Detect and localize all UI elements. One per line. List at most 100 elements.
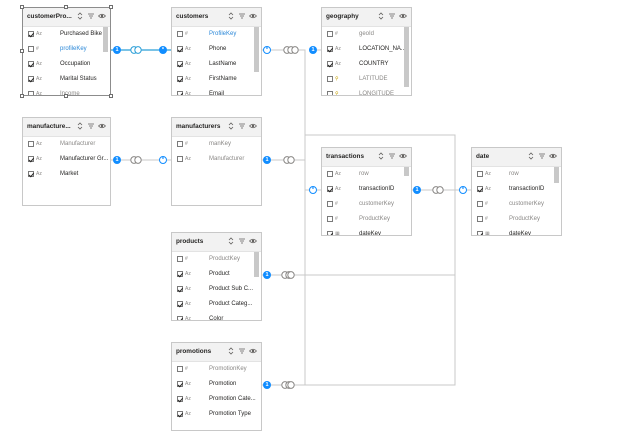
field-row[interactable]: #manKey: [172, 137, 261, 152]
field-checkbox[interactable]: [477, 216, 483, 222]
field-row[interactable]: ⚲LONGITUDE: [322, 87, 411, 95]
resize-handle[interactable]: [109, 94, 113, 98]
cardinality-many-badge[interactable]: *: [159, 156, 167, 164]
field-checkbox[interactable]: [327, 61, 333, 67]
eye-icon[interactable]: [549, 152, 557, 160]
field-checkbox[interactable]: [177, 396, 183, 402]
sort-icon[interactable]: [76, 12, 84, 20]
field-checkbox[interactable]: [28, 61, 34, 67]
filter-icon[interactable]: [238, 12, 246, 20]
field-row[interactable]: #geoId: [322, 27, 411, 42]
cardinality-many-badge[interactable]: *: [263, 46, 271, 54]
field-row[interactable]: ▦dateKey: [322, 227, 411, 235]
table-header[interactable]: geography: [322, 8, 411, 27]
sort-icon[interactable]: [527, 152, 535, 160]
field-checkbox[interactable]: [177, 411, 183, 417]
field-checkbox[interactable]: [177, 286, 183, 292]
scrollbar-thumb[interactable]: [554, 167, 559, 183]
field-checkbox[interactable]: [28, 91, 34, 95]
field-checkbox[interactable]: [177, 91, 183, 95]
field-checkbox[interactable]: [28, 31, 34, 37]
field-row[interactable]: ▦dateKey: [472, 227, 561, 235]
field-checkbox[interactable]: [477, 201, 483, 207]
filter-direction-icon[interactable]: [283, 156, 295, 164]
table-header[interactable]: promotions: [172, 343, 261, 362]
cardinality-one-badge[interactable]: 1: [263, 271, 271, 279]
resize-handle[interactable]: [20, 5, 24, 9]
field-checkbox[interactable]: [177, 316, 183, 320]
field-checkbox[interactable]: [327, 171, 333, 177]
field-checkbox[interactable]: [177, 156, 183, 162]
field-checkbox[interactable]: [327, 31, 333, 37]
field-row[interactable]: #ProductKey: [472, 212, 561, 227]
scrollbar-thumb[interactable]: [404, 167, 409, 176]
eye-icon[interactable]: [98, 12, 106, 20]
filter-icon[interactable]: [388, 12, 396, 20]
cardinality-many-badge[interactable]: *: [159, 46, 167, 54]
eye-icon[interactable]: [249, 347, 257, 355]
field-checkbox[interactable]: [327, 216, 333, 222]
cardinality-one-badge[interactable]: 1: [113, 46, 121, 54]
table-header[interactable]: date: [472, 148, 561, 167]
filter-icon[interactable]: [87, 122, 95, 130]
eye-icon[interactable]: [249, 237, 257, 245]
sort-icon[interactable]: [227, 12, 235, 20]
field-checkbox[interactable]: [327, 91, 333, 95]
filter-icon[interactable]: [238, 237, 246, 245]
field-checkbox[interactable]: [477, 231, 483, 235]
eye-icon[interactable]: [249, 122, 257, 130]
scrollbar-thumb[interactable]: [254, 252, 259, 277]
field-checkbox[interactable]: [177, 46, 183, 52]
field-row[interactable]: #ProductKey: [322, 212, 411, 227]
sort-icon[interactable]: [377, 12, 385, 20]
resize-handle[interactable]: [64, 94, 68, 98]
field-checkbox[interactable]: [327, 186, 333, 192]
filter-direction-icon[interactable]: [130, 46, 142, 54]
cardinality-many-badge[interactable]: *: [459, 186, 467, 194]
filter-direction-icon[interactable]: [283, 46, 301, 54]
resize-handle[interactable]: [64, 5, 68, 9]
cardinality-one-badge[interactable]: 1: [309, 46, 317, 54]
sort-icon[interactable]: [377, 152, 385, 160]
field-checkbox[interactable]: [28, 76, 34, 82]
field-row[interactable]: #profileKey: [23, 42, 110, 57]
cardinality-one-badge[interactable]: 1: [263, 381, 271, 389]
table-header[interactable]: products: [172, 233, 261, 252]
field-row[interactable]: #ProfileKey: [172, 27, 261, 42]
filter-direction-icon[interactable]: [281, 271, 295, 279]
field-checkbox[interactable]: [177, 76, 183, 82]
table-header[interactable]: manufacture...: [23, 118, 110, 137]
eye-icon[interactable]: [399, 152, 407, 160]
filter-icon[interactable]: [238, 122, 246, 130]
filter-direction-icon[interactable]: [281, 381, 295, 389]
eye-icon[interactable]: [98, 122, 106, 130]
scrollbar-thumb[interactable]: [404, 27, 409, 87]
